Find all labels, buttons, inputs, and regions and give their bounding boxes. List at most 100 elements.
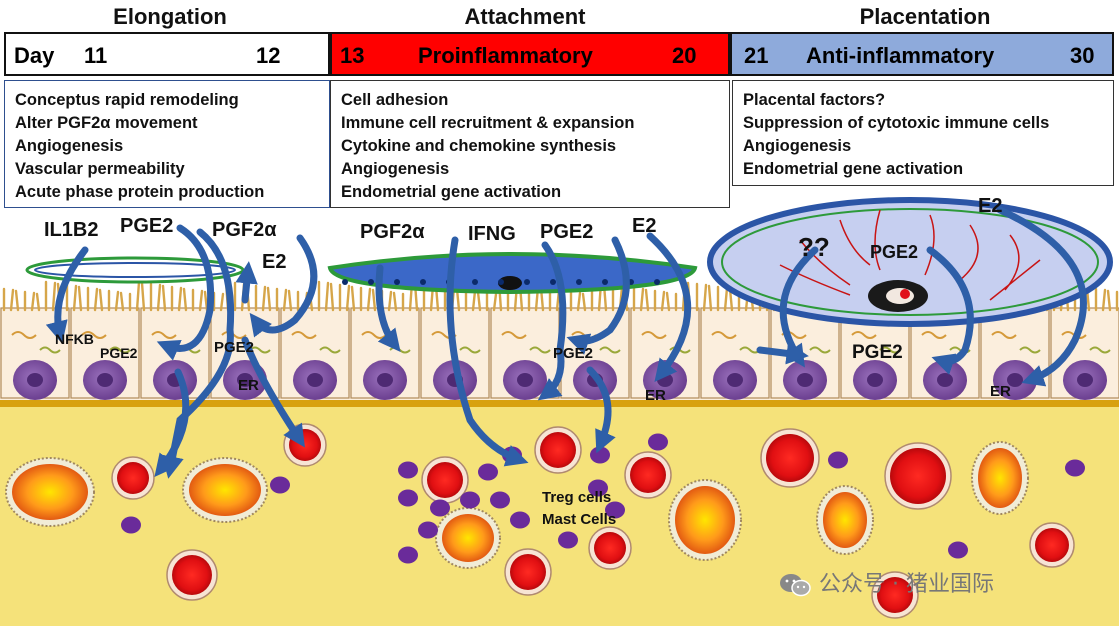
golgi: [529, 346, 551, 354]
gland-lumen: [442, 514, 494, 562]
nucleolus: [937, 373, 953, 387]
label-pge2-placentation-top: PGE2: [870, 242, 918, 262]
microvillus: [392, 291, 398, 312]
factor-list-placentation: Placental factors? Suppression of cytoto…: [732, 80, 1114, 186]
microvillus: [119, 291, 125, 312]
list-item: Conceptus rapid remodeling: [15, 91, 239, 109]
uterine-glands: [5, 441, 1029, 569]
vessel-lumen: [594, 532, 626, 564]
microvillus: [77, 285, 83, 312]
list-item: Vascular permeability: [15, 160, 185, 178]
nucleolus: [1077, 373, 1093, 387]
gland-lumen: [675, 486, 735, 554]
nucleolus: [727, 373, 743, 387]
immune-cell: [430, 499, 450, 517]
timeline-day-12: 12: [256, 43, 281, 68]
timeline-day-20: 20: [672, 43, 697, 68]
microvillus: [177, 286, 183, 312]
nucleolus: [377, 373, 393, 387]
nucleolus: [237, 373, 253, 387]
immune-cell: [270, 476, 290, 494]
list-item: Endometrial gene activation: [341, 183, 562, 201]
microvillus: [135, 280, 141, 312]
timeline-day-21: 21: [744, 43, 769, 68]
gland-lumen: [189, 464, 261, 516]
label-pge2-placentation-cell: PGE2: [852, 342, 903, 363]
timeline-day-label: Day: [14, 43, 55, 68]
list-item: Angiogenesis: [15, 137, 124, 155]
label-unknown-factor: ??: [798, 232, 830, 262]
placental-conceptus: [707, 197, 1113, 327]
microvillus: [371, 288, 377, 312]
mitochondrion: [11, 331, 37, 339]
label-e2-placentation: E2: [978, 195, 1002, 217]
microvillus: [345, 284, 351, 312]
microvillus: [1101, 288, 1107, 312]
timeline-proinflammatory-label: Proinflammatory: [418, 43, 593, 68]
mitochondrion: [641, 331, 667, 339]
vessel-lumen: [877, 577, 913, 613]
phase-title-elongation: Elongation: [113, 4, 227, 29]
label-il1b2: IL1B2: [44, 219, 98, 241]
mitochondrion: [921, 331, 947, 339]
label-pge2-attachment-top: PGE2: [540, 221, 593, 243]
trophoblast-dot: [654, 279, 660, 285]
list-item: Cell adhesion: [341, 91, 449, 109]
vessel-lumen: [1035, 528, 1069, 562]
microvillus: [198, 289, 204, 312]
list-item: Acute phase protein production: [15, 183, 265, 201]
golgi: [319, 346, 341, 354]
conceptus-inner: [34, 262, 236, 278]
label-ifng: IFNG: [468, 223, 516, 245]
microvillus: [51, 281, 57, 312]
list-item: Cytokine and chemokine synthesis: [341, 137, 617, 155]
immune-cell: [588, 479, 608, 497]
trophoblast-dot: [342, 279, 348, 285]
phase-title-placentation: Placentation: [859, 4, 991, 29]
microvillus: [350, 285, 356, 312]
trophoblast-dot: [602, 279, 608, 285]
watermark: 公众号 · 猪业国际: [778, 566, 994, 598]
list-item: Angiogenesis: [743, 137, 852, 155]
immune-cell: [490, 491, 510, 509]
nucleolus: [867, 373, 883, 387]
golgi: [879, 346, 901, 354]
golgi: [1089, 346, 1111, 354]
golgi: [249, 346, 271, 354]
label-pge2-elongation-top: PGE2: [120, 215, 173, 237]
microvillus: [114, 290, 120, 312]
microvillus: [329, 282, 335, 312]
microvillus: [324, 281, 330, 312]
immune-cell: [121, 516, 141, 534]
timeline-day-30: 30: [1070, 43, 1095, 68]
golgi: [1019, 346, 1041, 354]
label-er-attachment: ER: [645, 387, 666, 404]
trophoblast-dot: [420, 279, 426, 285]
label-er-elongation: ER: [238, 377, 259, 394]
golgi: [809, 346, 831, 354]
timeline-elongation: Day 11 12: [4, 32, 330, 76]
mitochondrion: [221, 331, 247, 339]
golgi: [599, 346, 621, 354]
nucleolus: [517, 373, 533, 387]
microvillus: [665, 291, 671, 312]
microvillus: [35, 292, 41, 312]
microvillus: [707, 284, 713, 312]
timeline-day-13: 13: [340, 43, 365, 68]
microvillus: [219, 292, 225, 312]
trophoblast-dot: [368, 279, 374, 285]
trophoblast-dot: [524, 279, 530, 285]
immune-cell: [478, 463, 498, 481]
microvillus: [161, 284, 167, 312]
immune-cell: [510, 511, 530, 529]
attaching-conceptus-core: [498, 276, 522, 290]
microvillus: [14, 289, 20, 312]
label-pge2-attachment-cell: PGE2: [553, 345, 593, 362]
vessel-lumen: [172, 555, 212, 595]
gland-lumen: [12, 464, 88, 520]
basement-membrane: [0, 398, 1119, 407]
microvillus: [471, 289, 477, 312]
microvillus: [660, 290, 666, 312]
gland-lumen: [978, 448, 1022, 508]
factor-list-attachment: Cell adhesion Immune cell recruitment & …: [330, 80, 730, 208]
